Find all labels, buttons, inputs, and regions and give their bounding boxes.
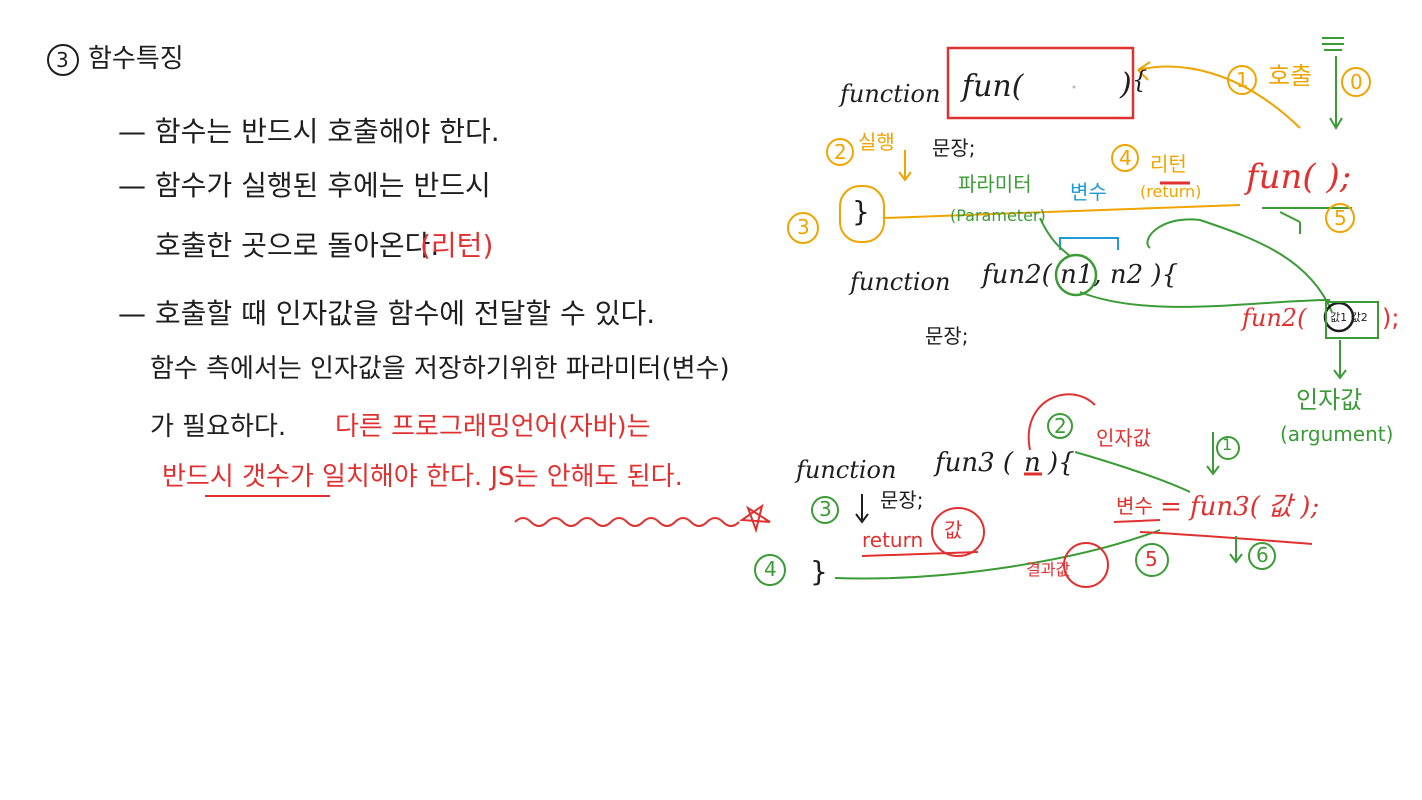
d1-step4: 4 — [1119, 146, 1132, 170]
d3-step2-circle — [1047, 413, 1073, 439]
d2-param-label: 파라미터 — [958, 172, 1032, 196]
d3-return-path — [834, 529, 1161, 580]
d3-step1-circle — [1216, 436, 1240, 460]
d3-body: 문장; — [880, 488, 924, 512]
d3-var-label: 변수 — [1116, 494, 1153, 518]
d3-return-stmt: return — [862, 528, 924, 552]
result-value-circle — [1063, 542, 1109, 588]
note-line-3b: 함수 측에서는 인자값을 저장하기위한 파라미터(변수) — [150, 354, 730, 384]
args-box — [1325, 301, 1379, 339]
d2-call-arg: 값1 값2 — [1330, 311, 1368, 324]
d2-signature: fun2( n1, n2 ){ — [982, 260, 1179, 290]
step5-circle — [1325, 203, 1355, 233]
red-wavy-underline — [514, 517, 740, 527]
d3-step5: 5 — [1145, 547, 1158, 571]
step3-circle — [787, 212, 819, 244]
d3-call-arrow-down — [1206, 432, 1220, 476]
return-underline-d3 — [861, 551, 979, 557]
d1-call-label: 호출 — [1268, 62, 1313, 90]
d3-signature-param: n — [1024, 448, 1041, 478]
d3-keyword: function — [796, 456, 897, 484]
d1-body: 문장; — [932, 136, 976, 160]
d3-exec-arrow — [855, 494, 869, 524]
top-left-dot — [1072, 85, 1076, 89]
note-line-2a: — 함수가 실행된 후에는 반드시 — [118, 169, 491, 202]
call-arrow — [1137, 65, 1301, 129]
note-line-1: — 함수는 반드시 호출해야 한다. — [118, 115, 500, 148]
d1-step1: 1 — [1236, 68, 1249, 92]
section-number-circle — [47, 44, 79, 76]
arg-label-arrow — [1333, 340, 1347, 380]
d3-green-link — [1074, 451, 1191, 493]
return-value-circle — [931, 507, 985, 557]
d1-step5: 5 — [1334, 206, 1347, 230]
d2-arg-en: (argument) — [1280, 422, 1394, 446]
d3-step2: 2 — [1054, 414, 1067, 438]
exec-arrow — [898, 150, 912, 182]
red-star-mark — [739, 503, 771, 534]
note-line-2b: 호출한 곳으로 돌아온다. — [155, 229, 440, 262]
d1-call: fun( ); — [1246, 157, 1352, 197]
d3-assign: = fun3( 값 ); — [1160, 492, 1320, 522]
d3-step4: 4 — [764, 557, 777, 581]
d3-arg-label: 인자값 — [1096, 426, 1152, 450]
d1-step3: 3 — [797, 215, 810, 239]
note-line-3c-red: 다른 프로그래밍언어(자바)는 — [335, 412, 651, 442]
d3-brace-close: } — [810, 555, 828, 588]
d3-step3-circle — [811, 496, 839, 524]
d3-step6-arrow — [1229, 536, 1243, 564]
d3-step3: 3 — [819, 497, 832, 521]
d1-paren-close: ) — [1120, 67, 1132, 102]
step0-circle — [1341, 67, 1371, 97]
d3-signature-b: ){ — [1048, 448, 1075, 478]
d1-keyword: function — [840, 80, 941, 108]
section-title: 함수특징 — [88, 44, 184, 74]
d3-return-val: 값 — [944, 518, 963, 542]
note-line-3d-red: 반드시 갯수가 일치해야 한다. JS는 안해도 된다. — [162, 462, 683, 492]
d1-step2: 2 — [834, 140, 847, 164]
d3-result-label: 결과값 — [1026, 560, 1071, 579]
call-return-marks — [1262, 207, 1352, 234]
fun-name-box — [946, 46, 1135, 120]
d3-step5-circle — [1135, 543, 1169, 577]
d2-var-label: 변수 — [1070, 180, 1107, 204]
d2-param-en: (Parameter) — [950, 206, 1046, 225]
d2-arg-label: 인자값 — [1296, 386, 1363, 414]
d3-step4-circle — [754, 554, 786, 586]
note-line-3a: — 호출할 때 인자값을 함수에 전달할 수 있다. — [118, 297, 656, 330]
d3-step6: 6 — [1256, 543, 1269, 567]
step2-circle — [826, 138, 854, 166]
d3-signature-a: fun3 ( — [935, 448, 1014, 478]
d2-call-end: ); — [1382, 304, 1400, 332]
d1-name: fun( — [962, 69, 1024, 104]
arg-arc — [1079, 291, 1331, 308]
d3-var-underline — [1113, 519, 1161, 523]
d3-param-arc — [1027, 393, 1096, 451]
section-number: 3 — [56, 48, 69, 72]
param-link — [1039, 217, 1071, 257]
step4-circle — [1111, 144, 1139, 172]
d1-return-en: (return) — [1140, 182, 1202, 201]
d1-brace-open: { — [1132, 66, 1148, 94]
d3-red-line — [1139, 531, 1313, 545]
d1-return-label: 리턴 — [1150, 152, 1187, 176]
d3-step1: 1 — [1222, 435, 1233, 454]
d1-brace-close: } — [852, 195, 870, 228]
arg-to-param-arrow — [1146, 218, 1333, 313]
d3-step6-circle — [1248, 542, 1276, 570]
brace-close-box — [839, 185, 885, 243]
n1-circle — [1054, 253, 1098, 297]
d1-exec-label: 실행 — [858, 130, 895, 154]
param-bracket — [1059, 237, 1119, 250]
return-arrow — [883, 204, 1241, 219]
note-return-label: (리턴) — [420, 229, 494, 262]
note-line-3c: 가 필요하다. — [150, 412, 287, 442]
d2-keyword: function — [850, 268, 951, 296]
d1-step0: 0 — [1350, 70, 1363, 94]
call-arrow-head — [1137, 61, 1151, 81]
d2-body: 문장; — [925, 324, 969, 348]
stack-lines — [1322, 37, 1344, 130]
d2-call: fun2( — [1242, 304, 1307, 332]
